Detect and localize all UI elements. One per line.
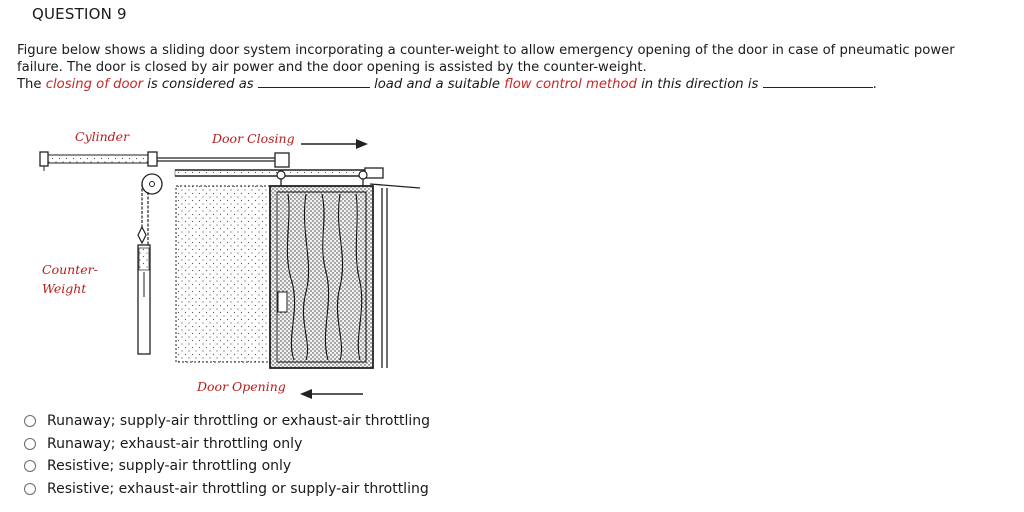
door-hangers (276, 170, 368, 186)
question-title: QUESTION 9 (32, 5, 127, 23)
option-3[interactable]: Resistive; supply-air throttling only (24, 455, 430, 478)
text-segment: . (872, 77, 877, 92)
counter-weight-label-1: Counter- (42, 262, 98, 277)
door-closing-arrow-icon (301, 139, 368, 149)
sliding-door (269, 185, 374, 369)
radio-button[interactable] (24, 460, 36, 473)
sliding-door-figure: Cylinder Door Closing Counter- Weight Do… (39, 129, 421, 399)
question-line-1: Figure below shows a sliding door system… (17, 43, 955, 58)
counter-weight-label-2: Weight (42, 281, 87, 296)
option-4[interactable]: Resistive; exhaust-air throttling or sup… (24, 478, 430, 501)
text-segment: The (17, 77, 46, 92)
door-opening-arrow-icon (300, 389, 363, 399)
text-segment: in this direction is (636, 77, 763, 92)
door-opening-label: Door Opening (196, 379, 286, 394)
door-closing-label: Door Closing (211, 131, 295, 146)
text-segment: is considered as (143, 77, 258, 92)
option-2[interactable]: Runaway; exhaust-air throttling only (24, 433, 430, 456)
question-text: Figure below shows a sliding door system… (17, 42, 1017, 93)
cylinder-label: Cylinder (75, 129, 130, 144)
question-line-2: failure. The door is closed by air power… (17, 60, 647, 75)
text-segment: load and a suitable (369, 77, 505, 92)
door-handle (277, 291, 288, 313)
radio-button[interactable] (24, 482, 36, 495)
counter-weight (137, 184, 151, 355)
option-label: Resistive; supply-air throttling only (47, 458, 292, 475)
pulley (141, 173, 163, 195)
option-1[interactable]: Runaway; supply-air throttling or exhaus… (24, 410, 430, 433)
option-label: Runaway; supply-air throttling or exhaus… (47, 413, 430, 430)
door-track (174, 167, 421, 189)
radio-button[interactable] (24, 415, 36, 428)
answer-blank-2 (762, 77, 873, 88)
highlight-flow-control-method: flow control method (504, 77, 637, 92)
radio-button[interactable] (24, 437, 36, 450)
wall-opening (175, 185, 273, 363)
option-label: Runaway; exhaust-air throttling only (47, 435, 303, 452)
pneumatic-cylinder (39, 151, 290, 171)
answer-options: Runaway; supply-air throttling or exhaus… (24, 410, 430, 500)
question-line-3: The closing of door is considered as loa… (17, 76, 1017, 93)
option-label: Resistive; exhaust-air throttling or sup… (47, 480, 429, 497)
highlight-closing-of-door: closing of door (45, 77, 144, 92)
right-wall (381, 188, 388, 368)
answer-blank-1 (257, 77, 370, 88)
